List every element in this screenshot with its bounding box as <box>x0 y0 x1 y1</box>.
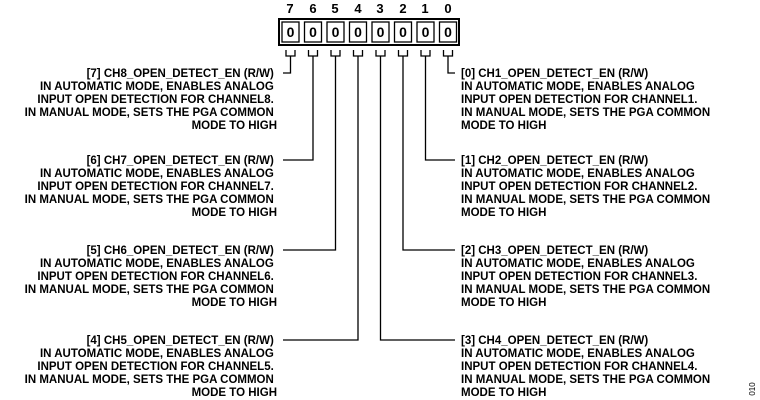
field-bit-4-line-1: [4] CH5_OPEN_DETECT_EN (R/W) <box>87 335 274 347</box>
field-bit-4-line-2: IN AUTOMATIC MODE, ENABLES ANALOG <box>40 348 274 360</box>
bit-number-row: 7 6 5 4 3 2 1 0 <box>286 1 451 16</box>
bracket-bit-5 <box>330 50 341 57</box>
bit-cell-2 <box>393 21 413 43</box>
bit-number-4: 4 <box>354 1 362 16</box>
field-bit-7-line-4: IN MANUAL MODE, SETS THE PGA COMMON <box>25 107 274 119</box>
field-bit-1-line-3: INPUT OPEN DETECTION FOR CHANNEL2. <box>461 181 697 193</box>
bit-cell-4 <box>348 21 368 43</box>
field-bit-5-line-1: [5] CH6_OPEN_DETECT_EN (R/W) <box>87 245 274 257</box>
field-bit-0-line-5: MODE TO HIGH <box>461 120 546 132</box>
bracket-bit-7 <box>285 50 296 57</box>
leader-bit-7 <box>283 56 292 74</box>
field-bit-7-line-5: MODE TO HIGH <box>192 120 277 132</box>
bracket-bit-6 <box>307 50 319 57</box>
bit-number-0: 0 <box>444 1 451 16</box>
field-bit-2-line-1: [2] CH3_OPEN_DETECT_EN (R/W) <box>461 245 648 257</box>
field-bit-1-description: [1] CH2_OPEN_DETECT_EN (R/W) IN AUTOMATI… <box>461 155 713 219</box>
field-bit-1-line-5: MODE TO HIGH <box>461 207 546 219</box>
field-bit-5-line-3: INPUT OPEN DETECTION FOR CHANNEL6. <box>37 271 273 283</box>
field-bit-3-line-5: MODE TO HIGH <box>461 387 546 399</box>
bit-value-7: 0 <box>287 24 295 40</box>
bit-cell-6 <box>303 21 323 43</box>
field-bit-4-line-3: INPUT OPEN DETECTION FOR CHANNEL5. <box>37 361 273 373</box>
bracket-bit-3 <box>375 50 386 57</box>
bit-value-2: 0 <box>399 24 407 40</box>
bit-number-1: 1 <box>421 1 428 16</box>
bit-cell-5 <box>326 21 345 43</box>
leader-bit-6 <box>283 56 314 161</box>
field-bit-2-line-3: INPUT OPEN DETECTION FOR CHANNEL3. <box>461 271 697 283</box>
bit-value-1: 0 <box>422 24 430 40</box>
figure-id: 010 <box>748 382 757 396</box>
field-bit-1-line-2: IN AUTOMATIC MODE, ENABLES ANALOG <box>461 168 695 180</box>
bit-cell-3 <box>371 21 390 43</box>
field-bit-6-description: [6] CH7_OPEN_DETECT_EN (R/W) IN AUTOMATI… <box>25 155 277 219</box>
field-bit-3-line-4: IN MANUAL MODE, SETS THE PGA COMMON <box>461 374 710 386</box>
field-bit-6-line-3: INPUT OPEN DETECTION FOR CHANNEL7. <box>37 181 273 193</box>
bracket-bit-1 <box>420 50 431 57</box>
bit-value-3: 0 <box>377 24 385 40</box>
bit-value-6: 0 <box>309 24 317 40</box>
field-bit-6-line-5: MODE TO HIGH <box>192 207 277 219</box>
field-bit-5-line-4: IN MANUAL MODE, SETS THE PGA COMMON <box>25 284 274 296</box>
bit-brackets <box>285 50 454 57</box>
field-bit-2-line-5: MODE TO HIGH <box>461 297 546 309</box>
field-bit-4-description: [4] CH5_OPEN_DETECT_EN (R/W) IN AUTOMATI… <box>25 335 277 399</box>
field-bit-4-line-4: IN MANUAL MODE, SETS THE PGA COMMON <box>25 374 274 386</box>
leader-bit-5 <box>283 56 337 251</box>
leader-bit-0 <box>447 56 455 74</box>
right-descriptions: [0] CH1_OPEN_DETECT_EN (R/W) IN AUTOMATI… <box>461 68 713 399</box>
field-bit-6-line-4: IN MANUAL MODE, SETS THE PGA COMMON <box>25 194 274 206</box>
bit-cell-0 <box>438 21 458 43</box>
field-bit-5-description: [5] CH6_OPEN_DETECT_EN (R/W) IN AUTOMATI… <box>25 245 277 309</box>
bit-number-3: 3 <box>376 1 383 16</box>
field-bit-0-line-1: [0] CH1_OPEN_DETECT_EN (R/W) <box>461 68 648 80</box>
leader-bit-4 <box>283 56 359 341</box>
field-bit-7-line-3: INPUT OPEN DETECTION FOR CHANNEL8. <box>37 94 273 106</box>
bit-number-7: 7 <box>286 1 293 16</box>
field-bit-4-line-5: MODE TO HIGH <box>192 387 277 399</box>
field-bit-6-line-1: [6] CH7_OPEN_DETECT_EN (R/W) <box>87 155 274 167</box>
bit-value-5: 0 <box>332 24 340 40</box>
bit-number-6: 6 <box>309 1 316 16</box>
field-bit-3-line-3: INPUT OPEN DETECTION FOR CHANNEL4. <box>461 361 697 373</box>
field-bit-0-line-4: IN MANUAL MODE, SETS THE PGA COMMON <box>461 107 710 119</box>
bit-value-0: 0 <box>444 24 452 40</box>
field-bit-3-line-1: [3] CH4_OPEN_DETECT_EN (R/W) <box>461 335 648 347</box>
bit-number-2: 2 <box>399 1 406 16</box>
register-cells: 0 0 0 0 0 0 0 0 <box>278 18 460 46</box>
field-bit-3-line-2: IN AUTOMATIC MODE, ENABLES ANALOG <box>461 348 695 360</box>
field-bit-1-line-4: IN MANUAL MODE, SETS THE PGA COMMON <box>461 194 710 206</box>
left-descriptions: [7] CH8_OPEN_DETECT_EN (R/W) IN AUTOMATI… <box>25 68 277 399</box>
field-bit-5-line-5: MODE TO HIGH <box>192 297 277 309</box>
field-bit-0-line-3: INPUT OPEN DETECTION FOR CHANNEL1. <box>461 94 697 106</box>
leader-lines <box>283 56 455 341</box>
bit-number-5: 5 <box>331 1 338 16</box>
field-bit-7-line-1: [7] CH8_OPEN_DETECT_EN (R/W) <box>87 68 274 80</box>
bit-cell-1 <box>416 21 435 43</box>
leader-bit-3 <box>379 56 455 341</box>
field-bit-7-line-2: IN AUTOMATIC MODE, ENABLES ANALOG <box>40 81 274 93</box>
leader-bit-1 <box>424 56 455 161</box>
bracket-bit-0 <box>442 50 454 57</box>
bit-value-4: 0 <box>354 24 362 40</box>
field-bit-0-description: [0] CH1_OPEN_DETECT_EN (R/W) IN AUTOMATI… <box>461 68 713 132</box>
field-bit-2-description: [2] CH3_OPEN_DETECT_EN (R/W) IN AUTOMATI… <box>461 245 713 309</box>
bit-cell-7 <box>281 21 300 43</box>
field-bit-7-description: [7] CH8_OPEN_DETECT_EN (R/W) IN AUTOMATI… <box>25 68 277 132</box>
field-bit-5-line-2: IN AUTOMATIC MODE, ENABLES ANALOG <box>40 258 274 270</box>
leader-bit-2 <box>402 56 455 251</box>
bracket-bit-2 <box>397 50 409 57</box>
field-bit-0-line-2: IN AUTOMATIC MODE, ENABLES ANALOG <box>461 81 695 93</box>
bracket-bit-4 <box>352 50 364 57</box>
field-bit-2-line-4: IN MANUAL MODE, SETS THE PGA COMMON <box>461 284 710 296</box>
field-bit-2-line-2: IN AUTOMATIC MODE, ENABLES ANALOG <box>461 258 695 270</box>
field-bit-1-line-1: [1] CH2_OPEN_DETECT_EN (R/W) <box>461 155 648 167</box>
field-bit-6-line-2: IN AUTOMATIC MODE, ENABLES ANALOG <box>40 168 274 180</box>
field-bit-3-description: [3] CH4_OPEN_DETECT_EN (R/W) IN AUTOMATI… <box>461 335 713 399</box>
